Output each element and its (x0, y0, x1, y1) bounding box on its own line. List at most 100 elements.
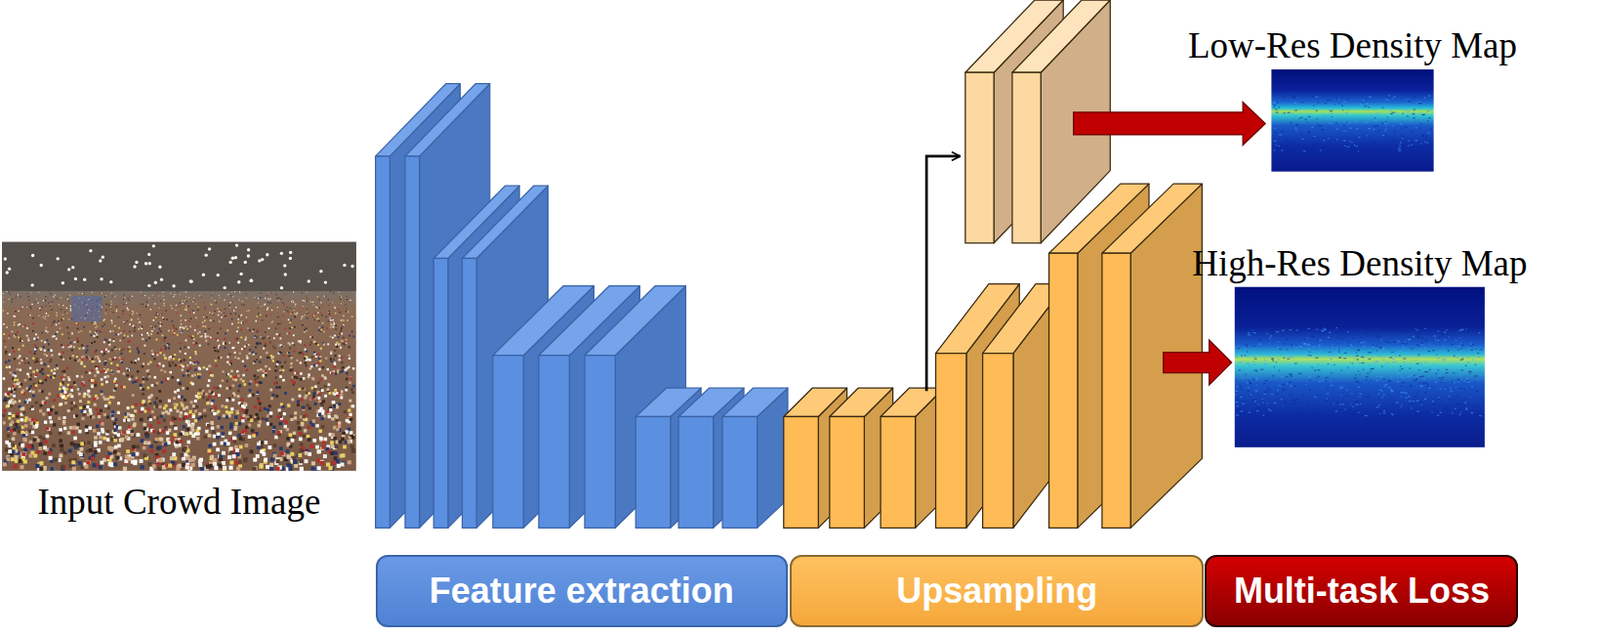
crowd-person (49, 419, 53, 423)
crowd-person (39, 369, 42, 372)
crowd-person (67, 384, 71, 388)
crowd-person (225, 398, 229, 402)
roof-light (288, 250, 292, 254)
crowd-person (284, 361, 287, 364)
crowd-person (99, 409, 103, 412)
crowd-person (213, 346, 216, 349)
crowd-person (308, 406, 312, 410)
crowd-person (244, 428, 247, 432)
crowd-person (210, 373, 214, 377)
crowd-person (310, 397, 314, 401)
crowd-person (317, 311, 319, 313)
crowd-person (141, 400, 145, 404)
crowd-person (298, 387, 302, 391)
crowd-person (303, 314, 305, 316)
roof-light (223, 286, 227, 289)
crowd-person (6, 396, 10, 400)
crowd-person (239, 352, 242, 355)
crowd-person (167, 399, 171, 403)
crowd-person (217, 314, 219, 316)
crowd-person (233, 375, 237, 379)
crowd-person (121, 437, 125, 442)
crowd-person (189, 457, 194, 462)
crowd-person (74, 404, 78, 408)
crowd-person (246, 310, 247, 312)
crowd-person (207, 433, 212, 438)
crowd-person (195, 341, 198, 344)
crowd-person (137, 357, 140, 360)
crowd-person (252, 352, 255, 355)
crowd-person (207, 444, 212, 449)
crowd-person (260, 296, 262, 298)
crowd-person (184, 411, 188, 415)
crowd-person (122, 313, 124, 315)
crowd-person (26, 372, 29, 375)
crowd-person (318, 399, 322, 403)
crowd-person (203, 316, 205, 318)
crowd-person (39, 379, 42, 383)
crowd-person (145, 369, 148, 372)
crowd-person (111, 292, 113, 294)
crowd-person (328, 320, 330, 323)
crowd-person (279, 361, 282, 364)
crowd-person (128, 330, 131, 333)
crowd-person (97, 357, 100, 360)
crowd-person (194, 350, 197, 353)
crowd-person (236, 329, 239, 332)
crowd-person (167, 398, 171, 402)
crowd-person (197, 306, 199, 308)
crowd-person (49, 466, 54, 471)
crowd-person (256, 445, 261, 450)
crowd-person (13, 324, 16, 327)
crowd-person (41, 389, 44, 393)
roof-light (148, 261, 152, 265)
crowd-person (314, 312, 316, 314)
crowd-person (9, 392, 13, 396)
crowd-person (92, 397, 96, 401)
crowd-person (54, 332, 57, 335)
crowd-person (330, 416, 334, 420)
crowd-person (307, 437, 312, 442)
crowd-person (32, 322, 35, 325)
crowd-person (94, 408, 98, 411)
crowd-person (256, 375, 260, 379)
crowd-person (12, 350, 15, 353)
crowd-person (106, 437, 111, 442)
crowd-person (337, 343, 340, 346)
crowd-person (156, 312, 158, 314)
crowd-person (322, 440, 327, 445)
crowd-person (192, 414, 196, 418)
crowd-person (29, 377, 33, 381)
crowd-person (218, 296, 220, 298)
crowd-person (211, 399, 215, 403)
crowd-person (46, 330, 49, 333)
crowd-person (273, 336, 276, 339)
crowd-person (233, 426, 237, 430)
crowd-person (160, 369, 163, 371)
crowd-person (315, 364, 318, 367)
crowd-person (142, 362, 145, 365)
crowd-person (315, 342, 318, 345)
crowd-person (188, 296, 190, 298)
crowd-person (282, 314, 284, 316)
crowd-person (140, 407, 144, 411)
crowd-person (156, 312, 158, 314)
crowd-person (249, 449, 254, 453)
crowd-person (321, 373, 325, 377)
crowd-person (221, 431, 226, 436)
crowd-person (307, 425, 311, 429)
crowd-person (2, 309, 4, 311)
crowd-person (218, 344, 221, 347)
crowd-person (110, 437, 115, 442)
crowd-person (69, 425, 73, 429)
crowd-person (190, 424, 194, 428)
crowd-person (45, 354, 48, 357)
crowd-person (61, 345, 64, 348)
crowd-person (92, 323, 95, 326)
crowd-person (193, 297, 195, 299)
crowd-person (267, 301, 269, 303)
crowd-person (242, 379, 246, 383)
crowd-person (27, 361, 30, 364)
crowd-person (55, 337, 58, 340)
roof-light (265, 252, 269, 256)
